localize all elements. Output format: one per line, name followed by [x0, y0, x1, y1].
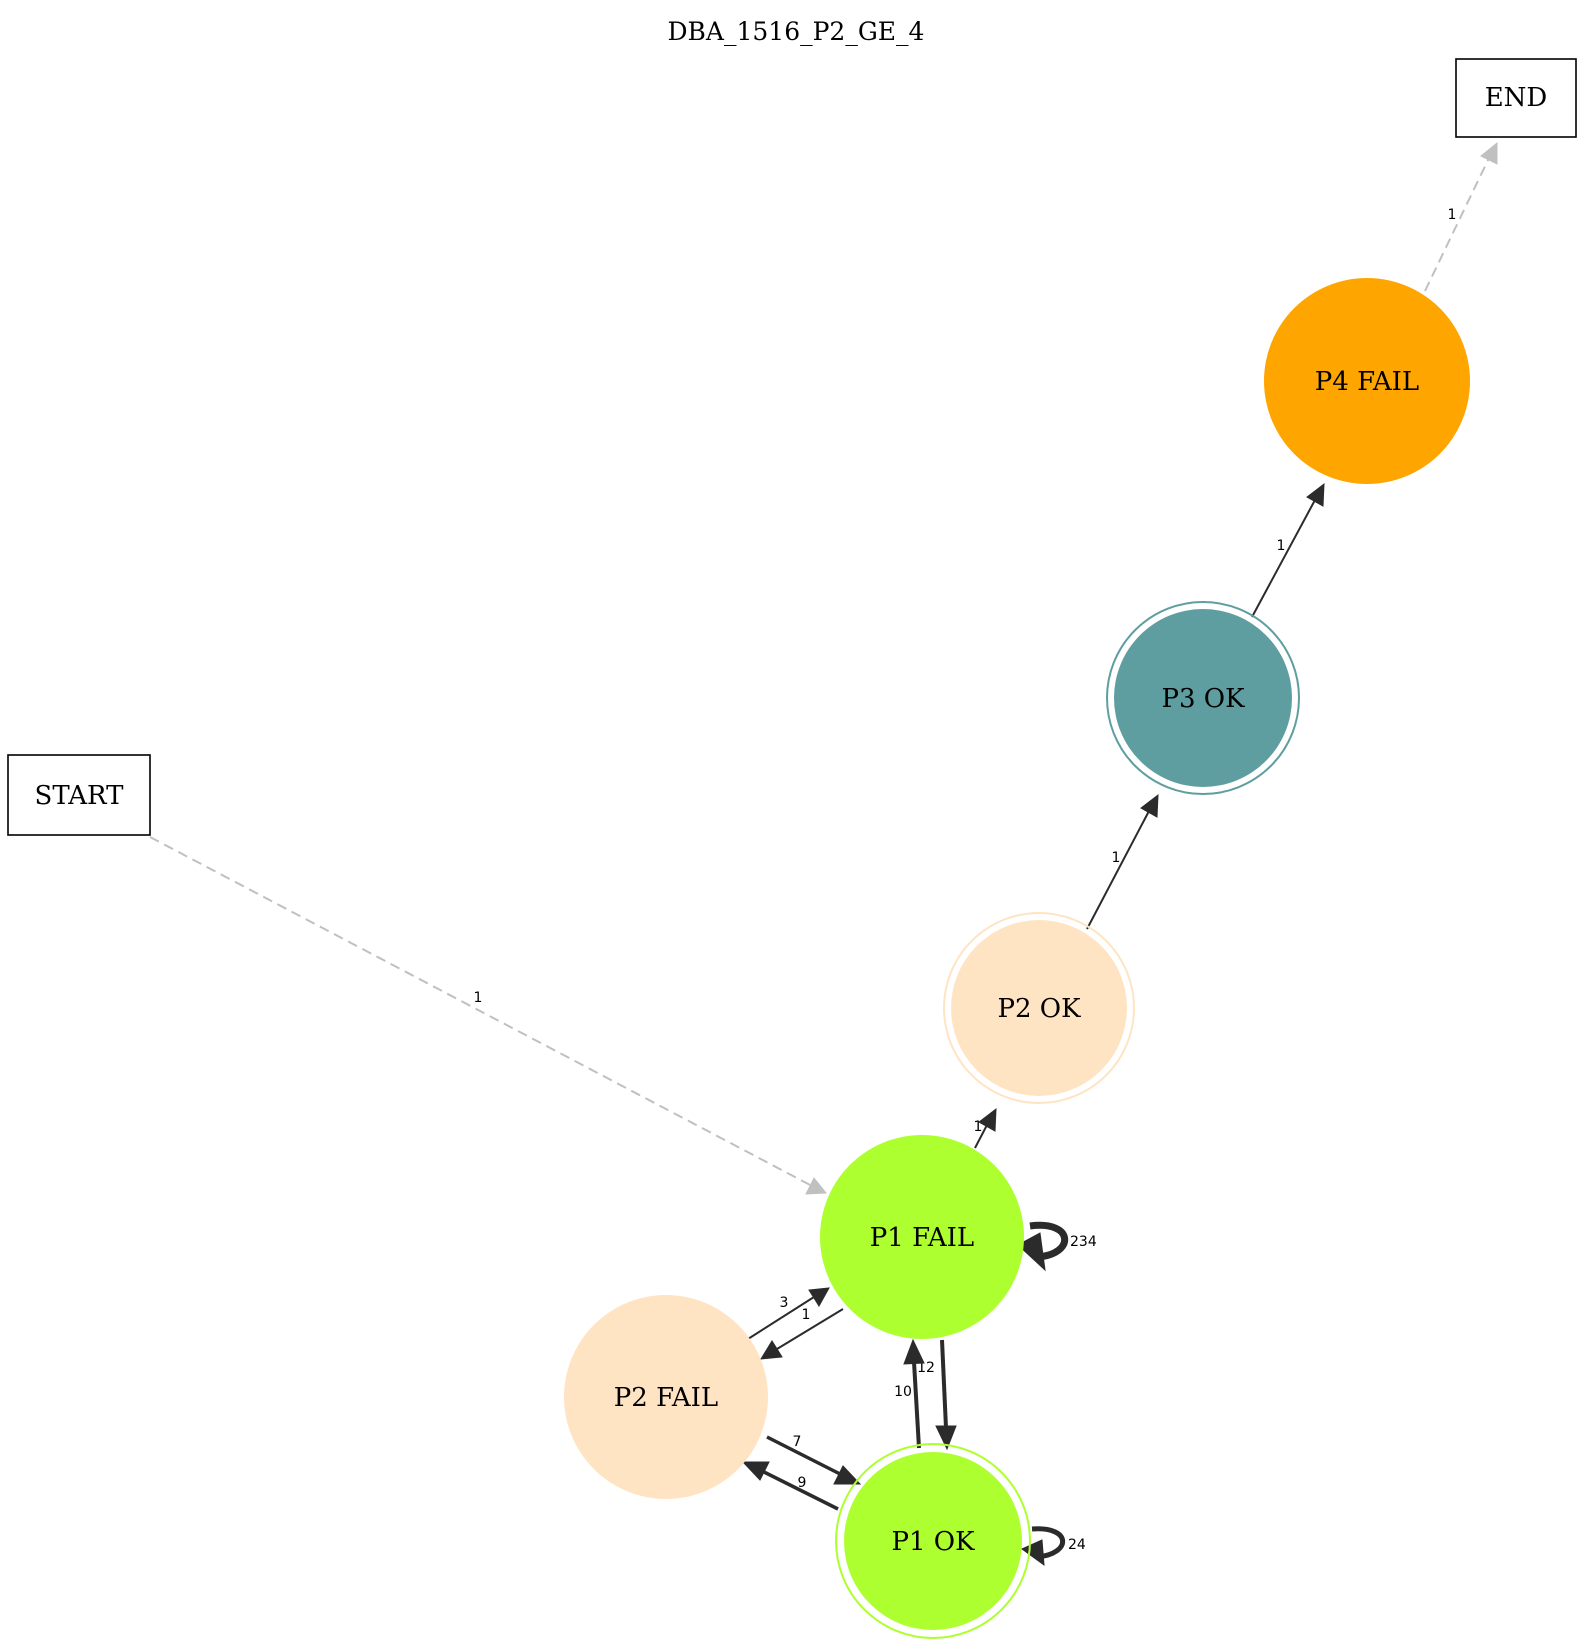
node-label: END [1485, 83, 1548, 113]
edge-label: 1 [474, 990, 483, 1006]
edge-label: 1 [1277, 538, 1286, 554]
node-label: START [35, 781, 125, 811]
edge-start-to-p1-fail: 1 [149, 836, 828, 1195]
edge-label: 3 [780, 1295, 789, 1311]
edge-p3-ok-to-p4-fail: 1 [1251, 482, 1325, 618]
edge-label: 1 [802, 1307, 811, 1323]
node-label: P2 FAIL [614, 1383, 718, 1413]
edge-label: 1 [974, 1119, 983, 1135]
node-p3-ok: P3 OK [1106, 601, 1300, 795]
edge-p1-fail-to-p1-ok: 12 [917, 1339, 957, 1451]
node-label: P3 OK [1161, 684, 1245, 714]
edge-p2-fail-to-p1-ok: 7 [766, 1434, 862, 1485]
node-label: P1 OK [891, 1527, 975, 1557]
edge-p1-fail-self-loop: 234 [1017, 1221, 1097, 1272]
node-start: START [7, 754, 151, 836]
edge-label: 7 [793, 1434, 802, 1450]
edge-label: 10 [894, 1384, 912, 1400]
edge-p1-ok-to-p1-fail: 10 [894, 1338, 925, 1449]
edge-p1-ok-self-loop: 24 [1021, 1526, 1086, 1567]
node-p1-fail: P1 FAIL [820, 1135, 1024, 1339]
node-p2-ok: P2 OK [943, 912, 1135, 1104]
edge-p1-ok-to-p2-fail: 9 [741, 1461, 839, 1511]
node-p2-fail: P2 FAIL [564, 1295, 768, 1499]
edge-label: 24 [1068, 1537, 1086, 1553]
edge-label: 1 [1112, 850, 1121, 866]
node-p4-fail: P4 FAIL [1264, 278, 1470, 484]
graph-title: DBA_1516_P2_GE_4 [668, 17, 925, 46]
edge-label: 1 [1448, 207, 1457, 223]
edge-p4-fail-to-end: 1 [1424, 141, 1498, 292]
node-label: P4 FAIL [1315, 367, 1419, 397]
edge-p1-fail-to-p2-fail: 1 [760, 1307, 844, 1360]
edge-p2-fail-to-p1-fail: 3 [747, 1287, 830, 1340]
node-label: P2 OK [997, 994, 1081, 1024]
edge-p2-ok-to-p3-ok: 1 [1086, 793, 1159, 930]
edge-label: 12 [917, 1360, 935, 1376]
node-end: END [1455, 58, 1577, 138]
node-p1-ok: P1 OK [835, 1443, 1031, 1639]
edge-label: 9 [798, 1475, 807, 1491]
edge-p1-fail-to-p2-ok: 1 [974, 1107, 997, 1149]
edge-label: 234 [1070, 1234, 1097, 1250]
node-label: P1 FAIL [870, 1223, 974, 1253]
